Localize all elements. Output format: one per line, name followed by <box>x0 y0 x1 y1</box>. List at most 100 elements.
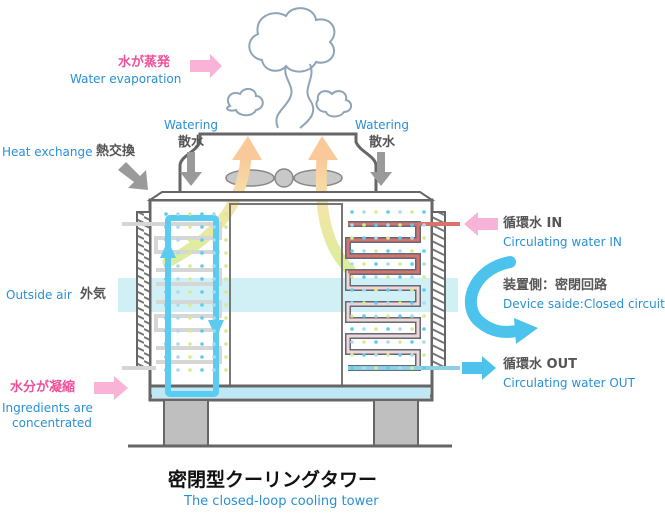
watering-left-arrow <box>180 152 202 186</box>
evaporation-label-jp: 水が蒸発 <box>118 55 171 70</box>
water-droplet <box>350 249 354 253</box>
water-droplet <box>350 353 354 357</box>
water-droplet <box>212 212 216 216</box>
water-droplet <box>374 288 378 292</box>
water-droplet <box>362 223 366 227</box>
circulating-in-label-jp: 循環水 IN <box>503 216 563 231</box>
device-side-label-en: Device saide:Closed circuit <box>503 297 665 311</box>
water-droplet <box>350 223 354 227</box>
water-droplet <box>224 303 228 307</box>
water-droplet <box>422 314 426 318</box>
water-droplet <box>212 329 216 333</box>
water-droplet <box>212 290 216 294</box>
water-droplet <box>176 264 180 268</box>
water-droplet <box>362 327 366 331</box>
water-droplet <box>164 342 168 346</box>
heat-exchange-arrow <box>118 162 148 190</box>
water-droplet <box>374 249 378 253</box>
water-droplet <box>224 212 228 216</box>
water-droplet <box>200 329 204 333</box>
water-droplet <box>212 238 216 242</box>
water-droplet <box>188 225 192 229</box>
water-droplet <box>212 368 216 372</box>
evaporation-label-en: Water evaporation <box>70 72 182 86</box>
water-droplet <box>398 353 402 357</box>
water-droplet <box>212 316 216 320</box>
water-droplet <box>200 355 204 359</box>
water-droplet <box>410 366 414 370</box>
water-droplet <box>176 329 180 333</box>
water-droplet <box>422 288 426 292</box>
water-droplet <box>422 249 426 253</box>
water-droplet <box>386 262 390 266</box>
device-side-label-jp: 装置側：密閉回路 <box>503 278 608 293</box>
water-droplet <box>350 340 354 344</box>
water-droplet <box>224 277 228 281</box>
water-droplet <box>422 275 426 279</box>
water-droplet <box>374 327 378 331</box>
water-droplet <box>422 223 426 227</box>
water-droplet <box>362 314 366 318</box>
water-droplet <box>374 236 378 240</box>
circulating-in-arrow <box>464 212 498 236</box>
water-droplet <box>224 290 228 294</box>
water-droplet <box>200 238 204 242</box>
water-droplet <box>398 236 402 240</box>
diagram-title-en: The closed-loop cooling tower <box>184 494 379 509</box>
water-droplet <box>224 342 228 346</box>
water-droplet <box>410 236 414 240</box>
water-droplets <box>164 210 426 372</box>
water-droplet <box>224 355 228 359</box>
water-droplet <box>188 368 192 372</box>
air-updraft-left-arrow <box>162 136 262 268</box>
watering-left-label-en: Watering <box>164 118 219 132</box>
water-down-arrow <box>208 320 224 338</box>
water-droplet <box>164 238 168 242</box>
water-droplet <box>200 316 204 320</box>
outside-air-label-jp: 外気 <box>80 287 107 302</box>
water-droplet <box>386 314 390 318</box>
water-droplet <box>386 340 390 344</box>
water-droplet <box>188 264 192 268</box>
water-droplet <box>398 210 402 214</box>
water-droplet <box>410 223 414 227</box>
fan-housing <box>178 132 378 198</box>
water-droplet <box>362 340 366 344</box>
water-droplet <box>386 327 390 331</box>
water-droplet <box>410 249 414 253</box>
water-droplet <box>188 251 192 255</box>
water-droplet <box>362 249 366 253</box>
water-droplet <box>374 262 378 266</box>
water-droplet <box>176 368 180 372</box>
water-droplet <box>374 366 378 370</box>
water-droplet <box>200 342 204 346</box>
heat-exchange-label-en: Heat exchange <box>2 145 93 159</box>
water-droplet <box>422 340 426 344</box>
water-droplet <box>362 353 366 357</box>
circulating-out-label-jp: 循環水 OUT <box>503 357 578 372</box>
water-droplet <box>224 329 228 333</box>
water-droplet <box>398 327 402 331</box>
water-droplet <box>176 277 180 281</box>
water-droplet <box>362 236 366 240</box>
water-droplet <box>386 275 390 279</box>
water-droplet <box>164 264 168 268</box>
concentrated-label-jp: 水分が凝縮 <box>10 380 76 395</box>
water-droplet <box>422 327 426 331</box>
tower-leg-right <box>373 399 419 447</box>
concentrated-arrow <box>94 376 128 400</box>
water-droplet <box>374 314 378 318</box>
water-droplet <box>374 275 378 279</box>
water-droplet <box>410 327 414 331</box>
water-droplet <box>410 210 414 214</box>
water-droplet <box>350 210 354 214</box>
water-droplet <box>200 368 204 372</box>
water-droplet <box>164 368 168 372</box>
water-droplet <box>386 366 390 370</box>
water-droplet <box>374 353 378 357</box>
water-droplet <box>386 249 390 253</box>
water-droplet <box>164 290 168 294</box>
water-droplet <box>176 342 180 346</box>
water-droplet <box>224 251 228 255</box>
water-droplet <box>362 288 366 292</box>
